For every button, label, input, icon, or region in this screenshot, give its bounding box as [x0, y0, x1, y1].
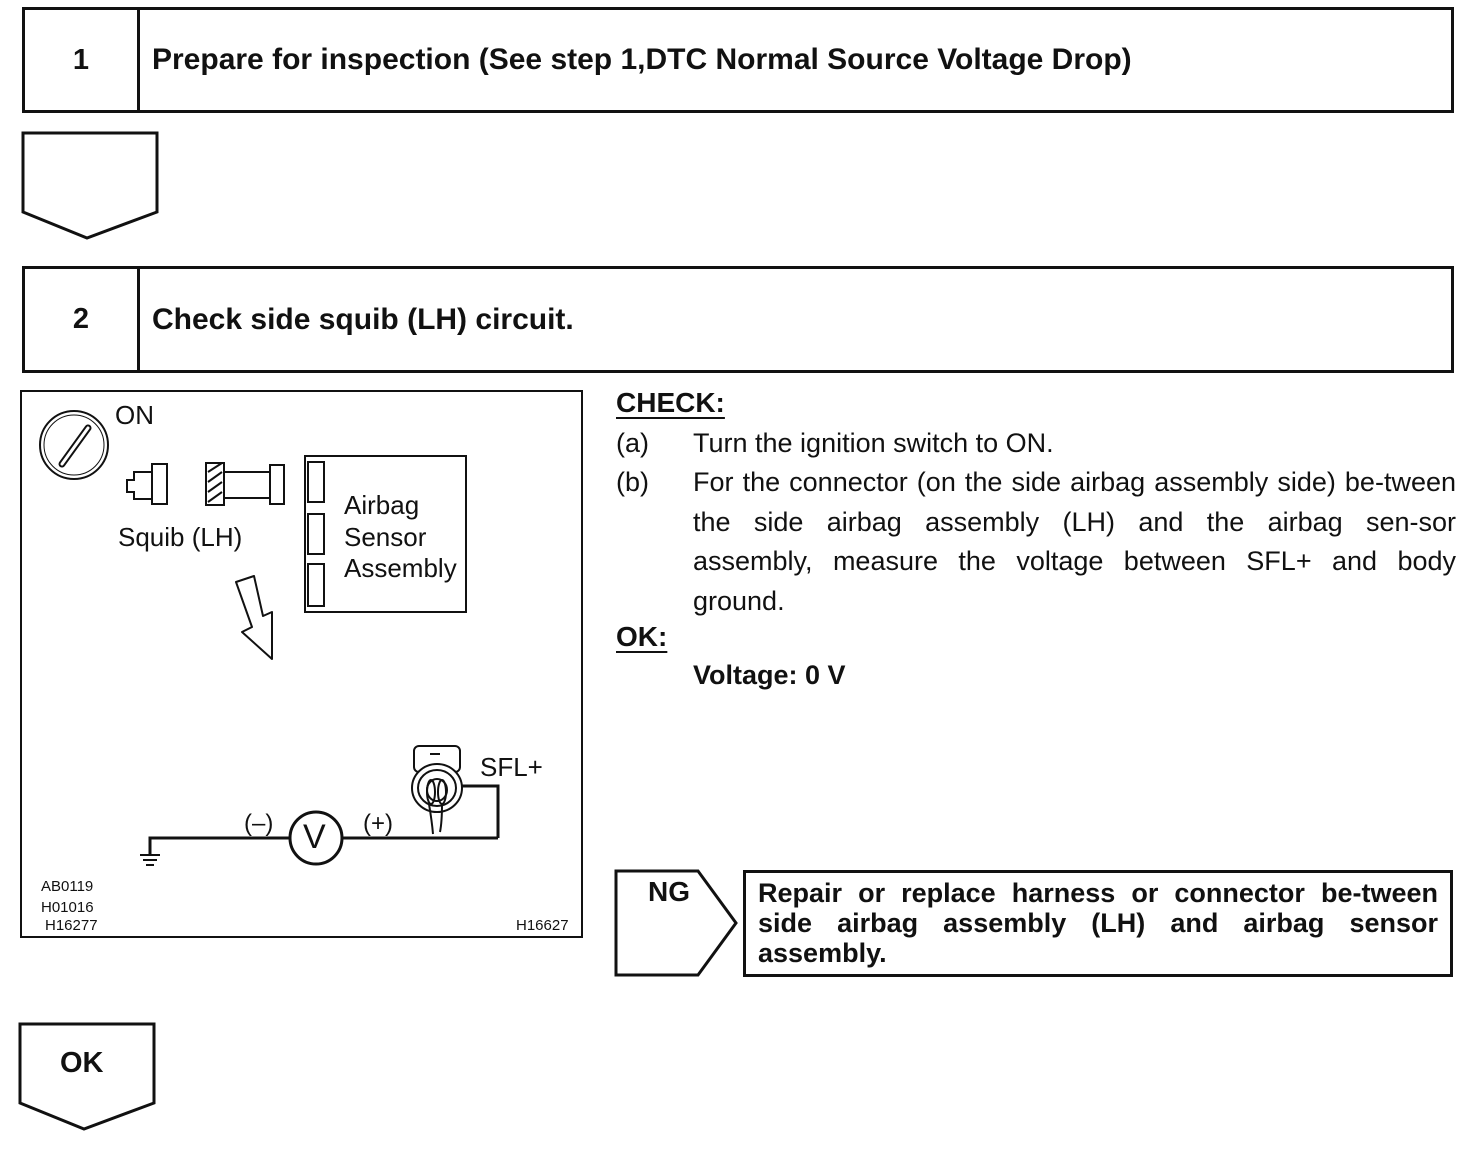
ignition-switch-icon	[39, 410, 109, 480]
check-item-b-label: (b)	[616, 467, 649, 497]
step-1-box: 1 Prepare for inspection (See step 1,DTC…	[22, 7, 1454, 113]
check-item-b: (b) For the connector (on the side airba…	[616, 463, 1456, 623]
wiring	[148, 784, 500, 855]
check-item-a-text: Turn the ignition switch to ON.	[693, 428, 1054, 458]
negative-probe-label: (–)	[244, 810, 274, 837]
ok-arrow-icon	[18, 1022, 156, 1131]
check-heading: CHECK:	[616, 387, 725, 418]
check-item-a-label: (a)	[616, 428, 649, 458]
ng-action-text: Repair or replace harness or connector b…	[758, 878, 1438, 968]
ok-heading: OK:	[616, 621, 668, 652]
circuit-diagram-drawing	[39, 410, 500, 866]
sensor-label-line2: Sensor	[344, 522, 427, 552]
step-1-number: 1	[25, 10, 140, 110]
squib-label: Squib (LH)	[118, 522, 243, 552]
sensor-label-line1: Airbag	[344, 490, 420, 520]
step-1-title: Prepare for inspection (See step 1,DTC N…	[152, 43, 1132, 76]
positive-probe-label: (+)	[363, 810, 393, 837]
ground-icon	[140, 854, 160, 866]
ng-label: NG	[648, 876, 690, 907]
direction-arrow-icon	[235, 575, 273, 660]
ignition-on-label: ON	[115, 400, 154, 430]
squib-connector-icon	[126, 462, 285, 506]
step-2-number: 2	[25, 269, 140, 370]
figure-code-4: H16627	[516, 917, 569, 934]
figure-code-3: H16277	[45, 917, 98, 934]
voltmeter-icon	[288, 810, 344, 866]
figure-code-1: AB0119	[41, 878, 94, 895]
airbag-sensor-assembly-icon	[304, 455, 467, 613]
sensor-label-line3: Assembly	[344, 553, 457, 583]
step-2-box: 2 Check side squib (LH) circuit.	[22, 266, 1454, 373]
step-2-title: Check side squib (LH) circuit.	[152, 302, 574, 336]
terminal-label: SFL+	[480, 752, 543, 782]
ng-action-box: Repair or replace harness or connector b…	[743, 870, 1453, 977]
circuit-diagram: ON Squib (LH) Airbag Sensor Assembly SFL…	[20, 390, 583, 938]
figure-code-2: H01016	[41, 899, 94, 916]
down-arrow-icon	[21, 131, 159, 240]
bottom-ok-label: OK	[60, 1047, 104, 1079]
check-item-b-text: For the connector (on the side airbag as…	[693, 467, 1456, 616]
check-item-a: (a) Turn the ignition switch to ON.	[616, 424, 1456, 464]
connector-terminal-icon	[411, 745, 463, 835]
ng-arrow-icon	[614, 869, 738, 977]
voltmeter-label: V	[303, 818, 326, 856]
ok-value: Voltage: 0 V	[693, 660, 846, 690]
